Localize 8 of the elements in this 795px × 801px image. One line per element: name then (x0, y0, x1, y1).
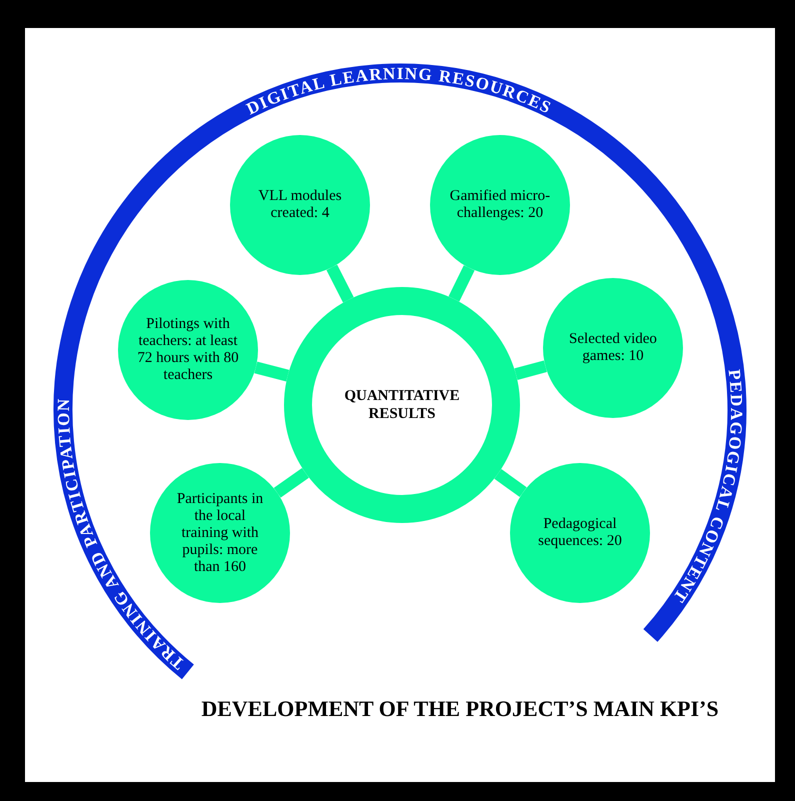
kpi-text: Pedagogical sequences: 20 (537, 516, 623, 550)
kpi-text: Pilotings with teachers: at least 72 hours with 80 teachers (137, 316, 239, 384)
diagram-title: DEVELOPMENT OF THE PROJECT’S MAIN KPI’S (200, 695, 720, 723)
kpi-text: Participants in the local training with pupils: more than 160 (176, 490, 264, 576)
kpi-text: Gamified micro-challenges: 20 (448, 188, 552, 222)
kpi-text: Selected video games: 10 (568, 331, 658, 365)
kpi-text: VLL modules created: 4 (257, 188, 343, 222)
hub-label: QUANTITATIVE RESULTS (343, 387, 461, 423)
